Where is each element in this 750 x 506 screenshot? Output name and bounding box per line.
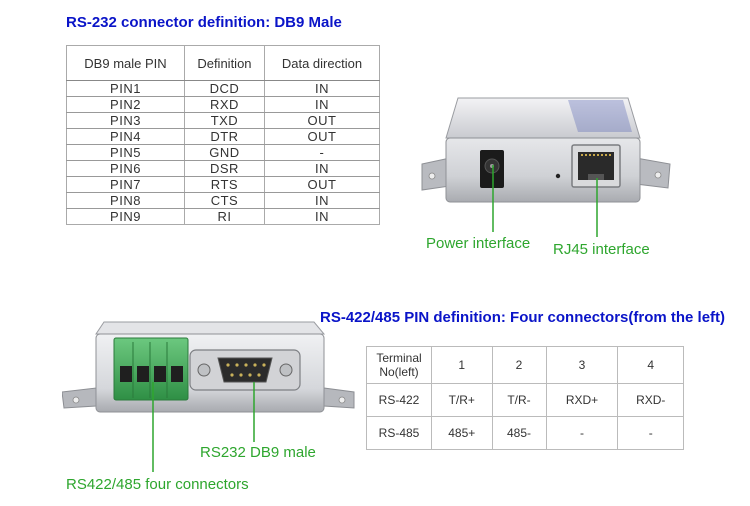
table-cell: PIN6: [66, 160, 185, 177]
terminal-connectors-label: RS422/485 four connectors: [66, 476, 249, 493]
leader-lines-bottom: [152, 382, 255, 472]
db9-male-label: RS232 DB9 male: [200, 444, 316, 461]
table-cell: DCD: [183, 80, 265, 97]
table-row: RS-422 T/R+ T/R- RXD+ RXD-: [366, 383, 684, 417]
column-header: Terminal No(left): [366, 346, 432, 384]
leader-lines-top: [492, 165, 598, 237]
table-cell: PIN9: [66, 208, 185, 225]
rs485-heading: RS-422/485 PIN definition: Four connecto…: [320, 309, 726, 326]
table-cell: OUT: [263, 176, 381, 193]
table-cell: T/R-: [491, 383, 547, 417]
rj45-interface-label: RJ45 interface: [553, 241, 650, 258]
table-cell: IN: [263, 80, 381, 97]
table-cell: -: [545, 416, 619, 450]
table-cell: PIN8: [66, 192, 185, 209]
table-cell: RXD: [183, 96, 265, 113]
table-cell: -: [617, 416, 684, 450]
table-cell: TXD: [183, 112, 265, 129]
table-cell: DTR: [183, 128, 265, 145]
table-cell: IN: [263, 208, 381, 225]
table-row: RS-485 485+ 485- - -: [366, 416, 684, 450]
column-header: 4: [617, 346, 684, 384]
table-cell: PIN3: [66, 112, 185, 129]
table-cell: DSR: [183, 160, 265, 177]
table-cell: 485+: [431, 416, 493, 450]
device-power-rj45-photo: [421, 97, 671, 203]
table-cell: RXD-: [617, 383, 684, 417]
column-header: 2: [491, 346, 547, 384]
table-cell: IN: [263, 192, 381, 209]
rs485-pin-table: Terminal No(left) 1 2 3 4 RS-422 T/R+ T/…: [366, 346, 684, 450]
column-header: 3: [545, 346, 619, 384]
table-cell: 485-: [491, 416, 547, 450]
table-cell: PIN4: [66, 128, 185, 145]
rs232-pin-table: DB9 male PIN Definition Data direction P…: [66, 45, 381, 225]
table-cell: OUT: [263, 112, 381, 129]
table-cell: RXD+: [545, 383, 619, 417]
table-cell: OUT: [263, 128, 381, 145]
table-cell: -: [263, 144, 381, 161]
column-header: 1: [431, 346, 493, 384]
table-cell: RI: [183, 208, 265, 225]
table-cell: PIN5: [66, 144, 185, 161]
table-cell: PIN2: [66, 96, 185, 113]
table-cell: GND: [183, 144, 265, 161]
table-cell: CTS: [183, 192, 265, 209]
table-cell: RS-485: [366, 416, 432, 450]
table-header-row: DB9 male PIN Definition Data direction: [66, 45, 381, 81]
rs232-heading: RS-232 connector definition: DB9 Male: [66, 14, 342, 31]
table-cell: T/R+: [431, 383, 493, 417]
table-cell: PIN7: [66, 176, 185, 193]
power-interface-label: Power interface: [426, 235, 531, 252]
column-header: Definition: [183, 45, 265, 81]
column-header: DB9 male PIN: [66, 45, 185, 81]
table-cell: PIN1: [66, 80, 185, 97]
table-cell: IN: [263, 160, 381, 177]
table-cell: RTS: [183, 176, 265, 193]
table-cell: RS-422: [366, 383, 432, 417]
table-header-row: Terminal No(left) 1 2 3 4: [366, 346, 684, 384]
table-cell: IN: [263, 96, 381, 113]
column-header: Data direction: [263, 45, 381, 81]
